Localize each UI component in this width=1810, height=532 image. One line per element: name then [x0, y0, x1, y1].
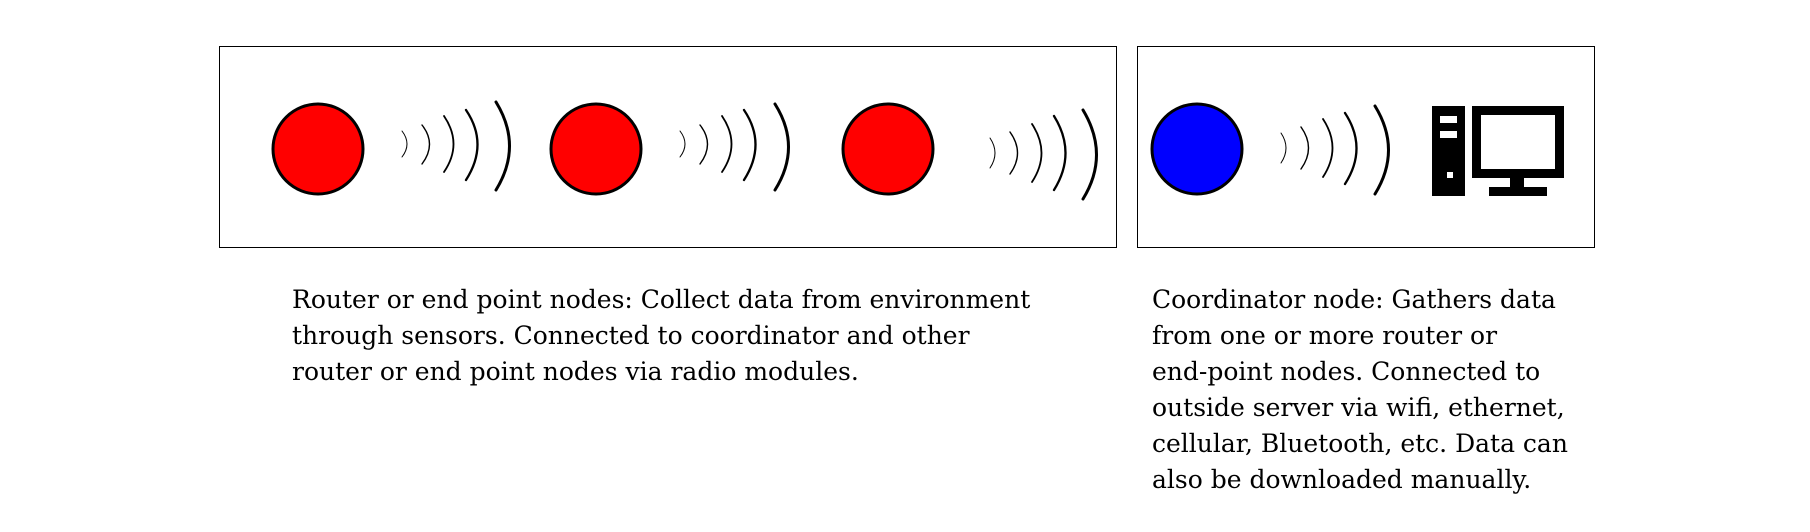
radio-wave-icon [1280, 104, 1390, 196]
router-node [271, 102, 365, 196]
router-node [549, 102, 643, 196]
coordinator-caption-line: Coordinator node: Gathers data [1152, 285, 1556, 314]
coordinator-caption: Coordinator node: Gathers data from one … [1152, 282, 1612, 498]
router-caption-line: Router or end point nodes: Collect data … [292, 285, 1031, 314]
router-panel-frame [219, 46, 1117, 248]
router-caption-line: router or end point nodes via radio modu… [292, 357, 859, 386]
desktop-computer-icon [1432, 106, 1564, 196]
coordinator-caption-line: from one or more router or [1152, 321, 1498, 350]
radio-wave-icon [679, 102, 790, 192]
coordinator-panel-frame [1137, 46, 1595, 248]
coordinator-caption-line: cellular, Bluetooth, etc. Data can [1152, 429, 1568, 458]
coordinator-caption-line: outside server via wifi, ethernet, [1152, 393, 1565, 422]
radio-wave-icon [401, 100, 511, 192]
coordinator-caption-line: also be downloaded manually. [1152, 465, 1532, 494]
coordinator-node [1150, 102, 1244, 196]
router-caption: Router or end point nodes: Collect data … [292, 282, 1092, 390]
coordinator-caption-line: end-point nodes. Connected to [1152, 357, 1541, 386]
radio-wave-icon [989, 108, 1098, 201]
router-node [841, 102, 935, 196]
router-caption-line: through sensors. Connected to coordinato… [292, 321, 970, 350]
